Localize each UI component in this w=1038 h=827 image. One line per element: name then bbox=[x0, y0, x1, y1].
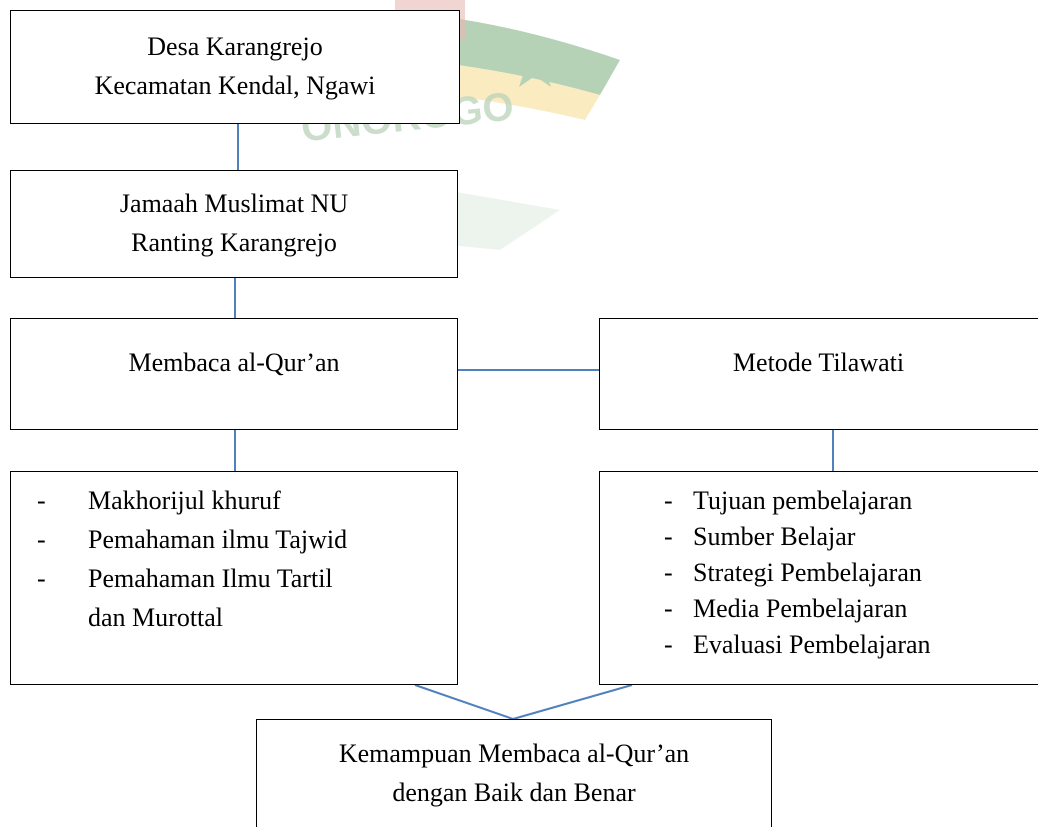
box-desa: Desa Karangrejo Kecamatan Kendal, Ngawi bbox=[10, 10, 460, 124]
list-item-text: Sumber Belajar bbox=[693, 522, 856, 551]
list-item-text: Pemahaman Ilmu Tartil dan Murottal bbox=[88, 564, 333, 632]
connector-leftlist-kemampuan bbox=[414, 684, 514, 720]
bullet-dash: - bbox=[664, 594, 673, 623]
left-list: - Makhorijul khuruf - Pemahaman ilmu Taj… bbox=[37, 481, 457, 637]
list-item: - Pemahaman ilmu Tajwid bbox=[37, 520, 457, 559]
bullet-dash: - bbox=[664, 522, 673, 551]
list-item-text: Strategi Pembelajaran bbox=[693, 558, 922, 587]
box-membaca: Membaca al-Qur’an bbox=[10, 318, 458, 430]
bullet-dash: - bbox=[664, 558, 673, 587]
box-membaca-label: Membaca al-Qur’an bbox=[128, 348, 340, 377]
box-jamaah: Jamaah Muslimat NU Ranting Karangrejo bbox=[10, 170, 458, 278]
list-item-text: Tujuan pembelajaran bbox=[693, 486, 913, 515]
box-kemampuan: Kemampuan Membaca al-Qur’an dengan Baik … bbox=[256, 719, 772, 827]
list-item: - Evaluasi Pembelajaran bbox=[664, 627, 1038, 663]
box-left-list: - Makhorijul khuruf - Pemahaman ilmu Taj… bbox=[10, 471, 458, 685]
bullet-dash: - bbox=[37, 564, 46, 593]
list-item: - Makhorijul khuruf bbox=[37, 481, 457, 520]
box-jamaah-line2: Ranting Karangrejo bbox=[131, 228, 337, 257]
watermark-star-icon bbox=[510, 40, 560, 87]
box-kemampuan-line1: Kemampuan Membaca al-Qur’an bbox=[338, 739, 690, 768]
bullet-dash: - bbox=[664, 486, 673, 515]
list-item: - Media Pembelajaran bbox=[664, 591, 1038, 627]
list-item: - Strategi Pembelajaran bbox=[664, 555, 1038, 591]
bullet-dash: - bbox=[37, 486, 46, 515]
list-item: - Tujuan pembelajaran bbox=[664, 483, 1038, 519]
box-right-list: - Tujuan pembelajaran - Sumber Belajar -… bbox=[599, 471, 1038, 685]
list-item-text: Pemahaman ilmu Tajwid bbox=[88, 525, 348, 554]
box-metode-label: Metode Tilawati bbox=[732, 348, 905, 377]
list-item: - Sumber Belajar bbox=[664, 519, 1038, 555]
list-item: - Pemahaman Ilmu Tartil dan Murottal bbox=[37, 559, 373, 637]
bullet-dash: - bbox=[37, 525, 46, 554]
box-kemampuan-line2: dengan Baik dan Benar bbox=[392, 778, 636, 807]
connector-rightlist-kemampuan bbox=[512, 684, 633, 720]
box-desa-line1: Desa Karangrejo bbox=[147, 32, 323, 61]
bullet-dash: - bbox=[664, 630, 673, 659]
list-item-text: Evaluasi Pembelajaran bbox=[693, 630, 931, 659]
list-item-text: Makhorijul khuruf bbox=[88, 486, 281, 515]
box-metode: Metode Tilawati bbox=[599, 318, 1038, 430]
box-jamaah-line1: Jamaah Muslimat NU bbox=[119, 189, 349, 218]
box-desa-line2: Kecamatan Kendal, Ngawi bbox=[94, 71, 376, 100]
list-item-text: Media Pembelajaran bbox=[693, 594, 908, 623]
right-list: - Tujuan pembelajaran - Sumber Belajar -… bbox=[664, 483, 1038, 663]
